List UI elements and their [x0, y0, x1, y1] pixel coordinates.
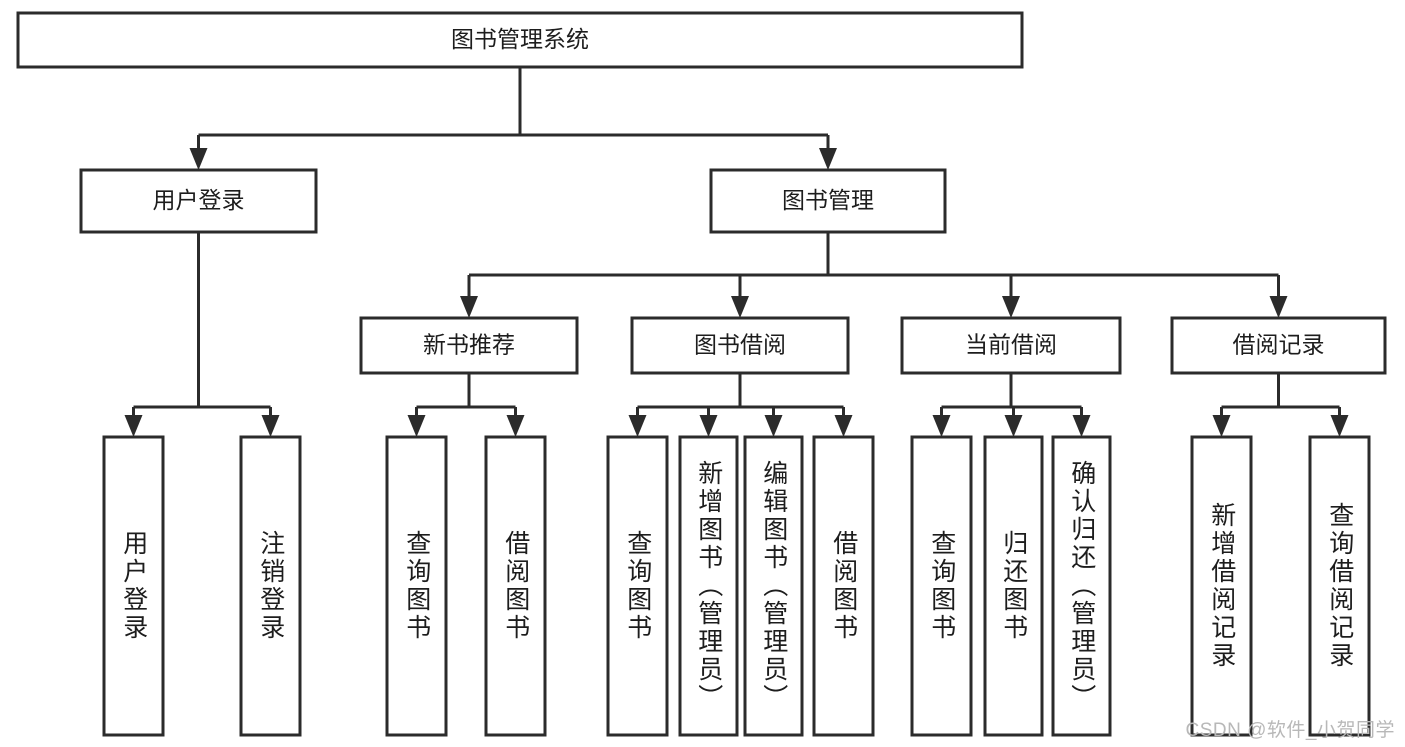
user-login-to-leaves-arrow-1 [261, 415, 280, 437]
root-to-level2-arrow-0 [189, 148, 208, 170]
node-label-user-login: 用户登录 [153, 187, 245, 213]
bookmgmt-to-level3-arrow-0 [460, 296, 478, 318]
user-login-to-leaves-arrow-0 [124, 415, 143, 437]
node-box-user-login[interactable] [79, 168, 318, 234]
connector-layer [124, 67, 1349, 437]
node-box-book-management[interactable] [709, 168, 947, 234]
node-box-borrow-record[interactable] [1170, 316, 1387, 375]
book-borrow-to-leaves-arrow-2 [764, 415, 783, 437]
node-box-leaf-add-borrow-record[interactable] [1190, 435, 1253, 737]
borrow-record-to-leaves-arrow-1 [1330, 415, 1349, 437]
watermark: CSDN @软件_小贺同学 [1185, 720, 1395, 741]
node-box-leaf-query-borrow-record[interactable] [1308, 435, 1371, 737]
bookmgmt-to-level3-arrow-1 [731, 296, 749, 318]
new-book-recommend-to-leaves-arrow-0 [407, 415, 426, 437]
node-label-root: 图书管理系统 [451, 26, 589, 52]
node-box-leaf-return-book[interactable] [983, 435, 1044, 737]
node-box-leaf-query-book-borrow[interactable] [606, 435, 669, 737]
node-box-leaf-query-book-recommend[interactable] [385, 435, 448, 737]
node-box-root[interactable] [16, 11, 1024, 69]
node-box-new-book-recommend[interactable] [359, 316, 579, 375]
node-box-leaf-add-book-admin[interactable] [678, 435, 739, 737]
node-label-new-book-recommend: 新书推荐 [423, 332, 515, 358]
bookmgmt-to-level3-arrow-2 [1002, 296, 1020, 318]
current-borrow-to-leaves-arrow-2 [1072, 415, 1091, 437]
node-label-current-borrow: 当前借阅 [965, 332, 1057, 358]
current-borrow-to-leaves-arrow-1 [1004, 415, 1023, 437]
node-box-leaf-confirm-return-admin[interactable] [1051, 435, 1112, 737]
node-box-book-borrow[interactable] [630, 316, 850, 375]
book-borrow-to-leaves-arrow-0 [628, 415, 647, 437]
node-box-leaf-borrow-book[interactable] [812, 435, 875, 737]
current-borrow-to-leaves-arrow-0 [932, 415, 951, 437]
node-box-leaf-user-login[interactable] [102, 435, 165, 737]
node-label-borrow-record: 借阅记录 [1233, 332, 1325, 358]
node-box-leaf-query-book-current[interactable] [910, 435, 973, 737]
node-box-current-borrow[interactable] [900, 316, 1122, 375]
node-label-book-borrow: 图书借阅 [694, 332, 786, 358]
node-box-layer [16, 11, 1387, 737]
node-box-leaf-logout[interactable] [239, 435, 302, 737]
node-box-leaf-edit-book-admin[interactable] [743, 435, 804, 737]
book-borrow-to-leaves-arrow-3 [834, 415, 853, 437]
bookmgmt-to-level3-arrow-3 [1269, 296, 1288, 318]
borrow-record-to-leaves-arrow-0 [1212, 415, 1231, 437]
book-borrow-to-leaves-arrow-1 [699, 415, 718, 437]
node-box-leaf-borrow-book-recommend[interactable] [484, 435, 547, 737]
new-book-recommend-to-leaves-arrow-1 [506, 415, 525, 437]
root-to-level2-arrow-1 [819, 148, 837, 170]
node-label-book-management: 图书管理 [782, 187, 874, 213]
